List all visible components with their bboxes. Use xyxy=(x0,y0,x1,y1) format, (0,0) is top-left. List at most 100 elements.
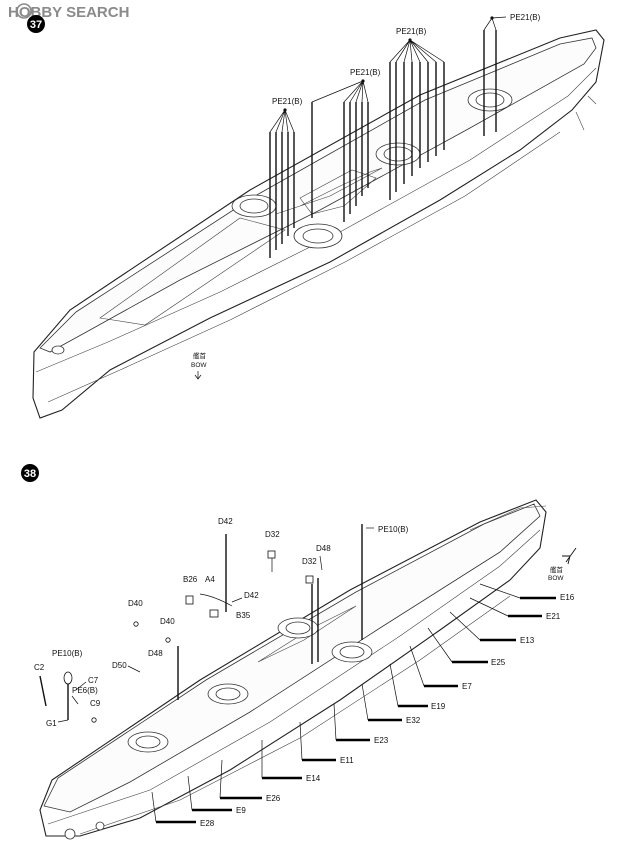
svg-text:PE10(B): PE10(B) xyxy=(378,525,409,534)
callout-e16: E16 xyxy=(479,583,575,602)
svg-text:D48: D48 xyxy=(316,544,331,553)
svg-text:D48: D48 xyxy=(148,649,163,658)
callout-d40-b: D40 xyxy=(160,617,175,643)
callout-e28: E28 xyxy=(151,791,215,828)
callout-pe10-left: PE10(B) xyxy=(52,649,83,720)
step-37-number: 37 xyxy=(30,19,42,31)
watermark-logo: HOBBY SEARCH xyxy=(8,3,129,21)
callout-g1: G1 xyxy=(46,719,69,728)
callout-e14: E14 xyxy=(261,740,321,783)
svg-text:D40: D40 xyxy=(128,599,143,608)
callout-d42-top: D42 xyxy=(218,517,233,612)
callout-e25: E25 xyxy=(427,627,506,667)
svg-text:E32: E32 xyxy=(406,716,421,725)
svg-text:E26: E26 xyxy=(266,794,281,803)
callout-d32-b: D32 xyxy=(302,557,319,664)
callout-e7: E7 xyxy=(409,645,472,691)
turret-38-c xyxy=(277,617,319,639)
callout-d32-a: D32 xyxy=(265,530,280,572)
pe21-callout-3: PE21(B) xyxy=(389,27,445,200)
svg-text:PE10(B): PE10(B) xyxy=(52,649,83,658)
callout-d48-left: D48 xyxy=(148,646,179,700)
callout-b26: B26 xyxy=(183,575,198,605)
callout-e21: E21 xyxy=(469,597,561,621)
svg-text:D32: D32 xyxy=(302,557,317,566)
turret-38-b xyxy=(207,683,249,705)
svg-text:D32: D32 xyxy=(265,530,280,539)
callout-e13: E13 xyxy=(449,611,535,645)
svg-text:C2: C2 xyxy=(34,663,45,672)
pe21-label-2: PE21(B) xyxy=(350,68,381,77)
svg-text:C7: C7 xyxy=(88,676,99,685)
callout-c2: C2 xyxy=(34,663,47,707)
svg-text:E23: E23 xyxy=(374,736,389,745)
svg-text:E16: E16 xyxy=(560,593,575,602)
bow-jp-37: 艦首 xyxy=(193,351,207,360)
svg-text:E7: E7 xyxy=(462,682,472,691)
svg-text:B26: B26 xyxy=(183,575,198,584)
callout-c7: C7 xyxy=(75,676,99,691)
watermark-text: HOBBY SEARCH xyxy=(8,4,129,21)
turret-38-a xyxy=(127,731,169,753)
step-38: 38 D42 xyxy=(21,464,577,840)
callout-d50: D50 xyxy=(112,661,141,673)
hull-38 xyxy=(39,499,547,837)
svg-text:E28: E28 xyxy=(200,819,215,828)
svg-text:D42: D42 xyxy=(218,517,233,526)
callout-c9: C9 xyxy=(90,699,101,723)
svg-text:D42: D42 xyxy=(244,591,259,600)
svg-text:D40: D40 xyxy=(160,617,175,626)
svg-text:C9: C9 xyxy=(90,699,101,708)
propeller-38-b xyxy=(95,821,105,831)
svg-text:E13: E13 xyxy=(520,636,535,645)
callout-e23: E23 xyxy=(333,703,389,745)
svg-text:B35: B35 xyxy=(236,611,251,620)
step-37-badge: 37 xyxy=(27,15,45,33)
callout-pe10-top: PE10(B) xyxy=(361,524,409,640)
pe21-label-1: PE21(B) xyxy=(272,97,303,106)
bow-en-38: BOW xyxy=(548,575,564,582)
bow-jp-38: 艦首 xyxy=(550,565,564,574)
svg-text:E9: E9 xyxy=(236,806,246,815)
step-38-badge: 38 xyxy=(21,464,39,482)
bow-details-37 xyxy=(575,95,597,131)
turret-38-d xyxy=(331,641,373,663)
svg-text:E21: E21 xyxy=(546,612,561,621)
callout-e26: E26 xyxy=(219,759,281,803)
turret-37-c xyxy=(375,142,421,166)
callout-e19: E19 xyxy=(389,663,446,711)
callout-d42-mid: D42 xyxy=(231,591,259,603)
pe21-label-3: PE21(B) xyxy=(396,27,427,36)
turret-37-a xyxy=(231,194,277,218)
svg-text:G1: G1 xyxy=(46,719,57,728)
callout-d48-right: D48 xyxy=(316,544,331,571)
step-38-number: 38 xyxy=(24,468,36,480)
callout-e9: E9 xyxy=(187,775,246,815)
bow-marker-38: 艦首 BOW xyxy=(548,547,577,582)
callout-e11: E11 xyxy=(299,721,354,765)
bow-marker-37: 艦首 BOW xyxy=(191,351,207,380)
bow-en-37: BOW xyxy=(191,362,207,369)
callout-pe6: PE6(B) xyxy=(71,686,98,705)
svg-text:E19: E19 xyxy=(431,702,446,711)
callout-d40-a: D40 xyxy=(128,599,143,627)
propeller-38-a xyxy=(64,828,76,840)
svg-text:D50: D50 xyxy=(112,661,127,670)
turret-37-d xyxy=(467,88,513,112)
pe21-callout-1: PE21(B) xyxy=(269,97,303,258)
svg-text:PE6(B): PE6(B) xyxy=(72,686,98,695)
callout-b35: B35 xyxy=(209,609,251,620)
svg-text:E14: E14 xyxy=(306,774,321,783)
pe21-callout-4: PE21(B) xyxy=(483,13,541,136)
svg-text:A4: A4 xyxy=(205,575,215,584)
pe21-callout-2: PE21(B) xyxy=(311,68,381,222)
anchor-hawse-37 xyxy=(51,345,65,355)
svg-text:E11: E11 xyxy=(340,756,354,765)
callout-a4: A4 xyxy=(199,575,233,607)
svg-text:E25: E25 xyxy=(491,658,506,667)
pe21-label-4: PE21(B) xyxy=(510,13,541,22)
turret-37-b xyxy=(293,223,343,249)
step-37: 37 PE21 xyxy=(27,13,605,419)
callout-e32: E32 xyxy=(361,683,421,725)
